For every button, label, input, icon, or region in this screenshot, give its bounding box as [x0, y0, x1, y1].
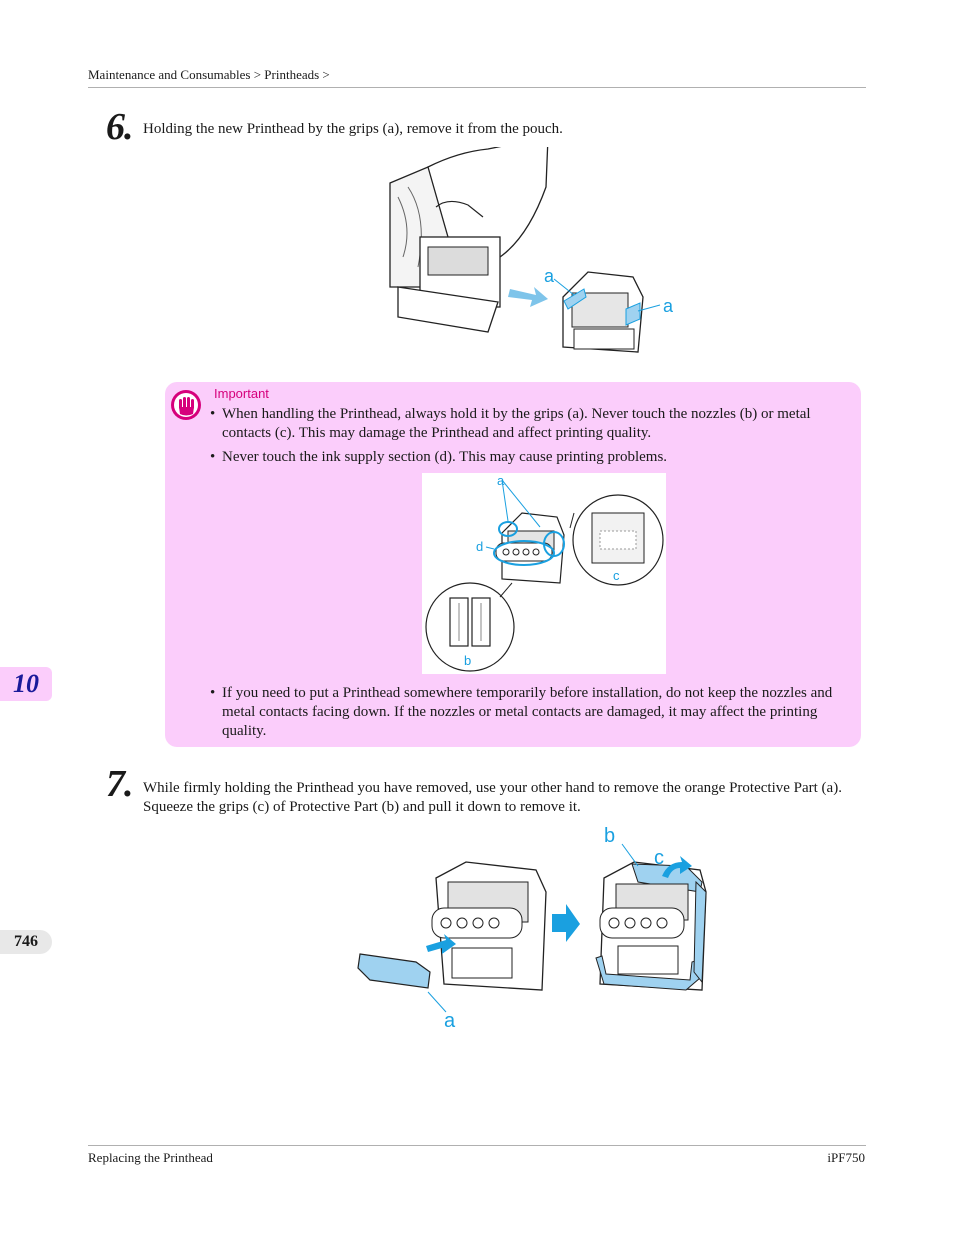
- label-c: c: [613, 568, 620, 583]
- label-d: d: [476, 539, 483, 554]
- important-bullet-2: Never touch the ink supply section (d). …: [222, 449, 668, 465]
- important-label: Important: [214, 386, 269, 401]
- bullet-marker: •: [210, 449, 216, 465]
- hand-stop-icon: [171, 390, 201, 420]
- printhead-parts-diagram: a d c b: [422, 473, 666, 674]
- step-6-text: Holding the new Printhead by the grips (…: [143, 121, 563, 137]
- label-b: b: [604, 825, 615, 847]
- label-a: a: [444, 1010, 456, 1032]
- label-a: a: [497, 473, 505, 488]
- bullet-marker: •: [210, 406, 216, 422]
- breadcrumb: Maintenance and Consumables > Printheads…: [88, 67, 330, 82]
- printhead-icon: [562, 271, 644, 353]
- label-c: c: [654, 847, 664, 869]
- step-7-text: While firmly holding the Printhead you h…: [143, 780, 842, 815]
- footer-divider: [88, 1145, 866, 1146]
- footer-model-name: iPF750: [827, 1150, 865, 1165]
- footer-section-title: Replacing the Printhead: [88, 1150, 213, 1165]
- step-6-illustration: a a: [388, 147, 688, 365]
- bullet-marker: •: [210, 685, 216, 701]
- step-6-number: 6.: [106, 106, 133, 148]
- chapter-tab: 10: [0, 667, 52, 701]
- header-divider: [88, 87, 866, 88]
- label-a-right: a: [663, 296, 674, 316]
- important-bullet-1: When handling the Printhead, always hold…: [222, 406, 811, 441]
- page-number-tab: 746: [0, 930, 52, 954]
- step-7-number: 7.: [106, 763, 133, 805]
- step-7-illustration: b c a: [356, 822, 716, 1034]
- label-a-left: a: [544, 266, 555, 286]
- label-b: b: [464, 653, 471, 668]
- important-bullet-3: If you need to put a Printhead somewhere…: [222, 685, 833, 739]
